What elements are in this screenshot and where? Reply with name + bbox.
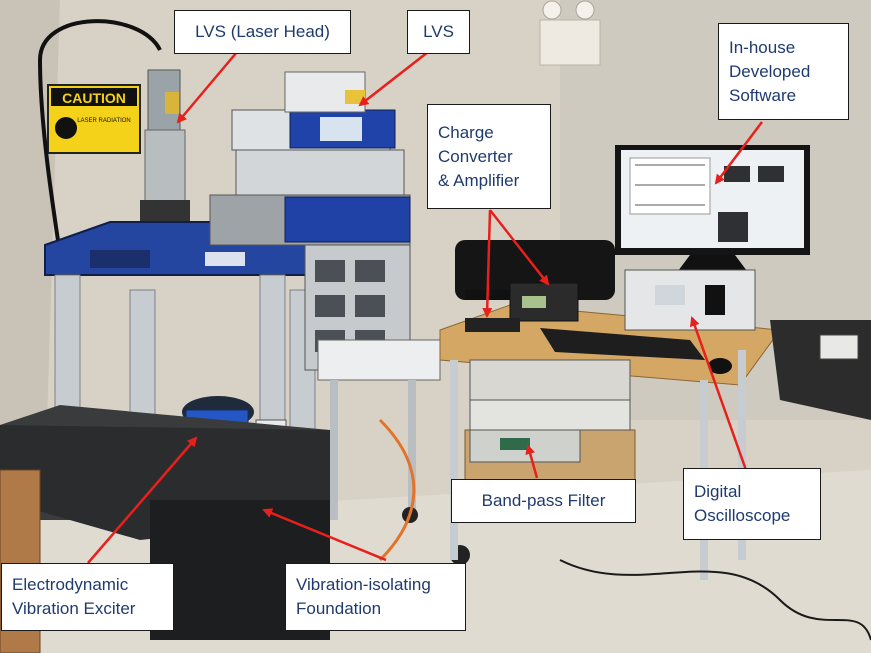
caution-sign-subtext: LASER RADIATION — [77, 118, 131, 124]
label-charge-converter: Charge Converter & Amplifier — [427, 104, 551, 209]
label-electrodynamic-exciter: Electrodynamic Vibration Exciter — [1, 563, 174, 631]
label-vibration-foundation: Vibration-isolating Foundation — [285, 563, 466, 631]
label-digital-oscilloscope: Digital Oscilloscope — [683, 468, 821, 540]
label-bandpass-filter: Band-pass Filter — [451, 479, 636, 523]
label-lvs-laser-head: LVS (Laser Head) — [174, 10, 351, 54]
label-inhouse-software: In-house Developed Software — [718, 23, 849, 120]
caution-sign-text: CAUTION — [62, 90, 126, 106]
label-lvs: LVS — [407, 10, 470, 54]
